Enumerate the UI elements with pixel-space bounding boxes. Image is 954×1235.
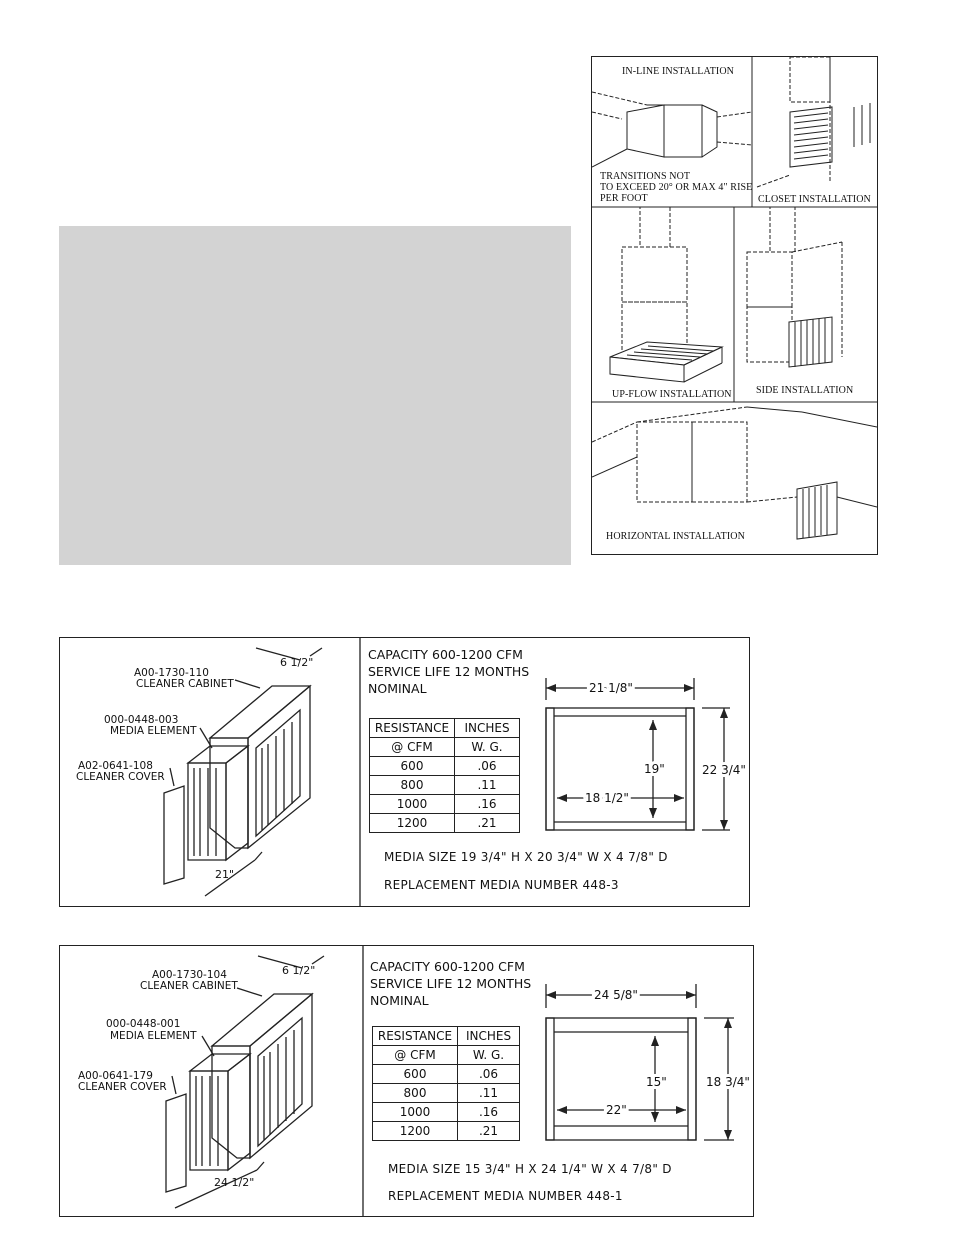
replacement-media-text: REPLACEMENT MEDIA NUMBER 448-1 — [388, 1189, 623, 1203]
transition-note-line-3: PER FOOT — [600, 193, 648, 204]
table-header-cell: W. G. — [454, 737, 520, 757]
cover-label: CLEANER COVER — [76, 771, 165, 783]
table-row: 600 .06 — [372, 1064, 520, 1084]
table-row: 1000 .16 — [372, 1102, 520, 1122]
gray-placeholder-box — [59, 226, 571, 565]
media-part-number: 000-0448-001 — [106, 1018, 180, 1030]
media-label: MEDIA ELEMENT — [110, 1030, 197, 1042]
cover-part-number: A02-0641-108 — [78, 760, 153, 772]
table-cell: 1200 — [372, 1121, 458, 1141]
media-label: MEDIA ELEMENT — [110, 725, 197, 737]
table-cell: 800 — [369, 775, 455, 795]
table-cell: .11 — [457, 1083, 520, 1103]
replacement-media-text: REPLACEMENT MEDIA NUMBER 448-3 — [384, 878, 619, 892]
closet-drawing — [756, 57, 871, 188]
table-header-cell: @ CFM — [372, 1045, 458, 1065]
table-cell: .16 — [457, 1102, 520, 1122]
table-header-row: RESISTANCE INCHES — [369, 718, 520, 738]
table-header-cell: INCHES — [454, 718, 520, 738]
capacity-text: CAPACITY 600-1200 CFM SERVICE LIFE 12 MO… — [368, 647, 530, 696]
table-cell: 1000 — [372, 1102, 458, 1122]
table-cell: 600 — [369, 756, 455, 776]
inner-width-dimension: 18 1/2" — [585, 791, 629, 805]
spec-1-svg: A00-1730-110 CLEANER CABINET 000-0448-00… — [76, 638, 749, 906]
table-header-cell: W. G. — [457, 1045, 520, 1065]
horizontal-installation-caption: HORIZONTAL INSTALLATION — [606, 531, 745, 542]
table-cell: 600 — [372, 1064, 458, 1084]
closet-installation-caption: CLOSET INSTALLATION — [758, 194, 871, 205]
table-cell: .06 — [454, 756, 520, 776]
media-part-number: 000-0448-003 — [104, 714, 178, 726]
capacity-text: CAPACITY 600-1200 CFM SERVICE LIFE 12 MO… — [370, 959, 532, 1008]
transition-note-line-2: TO EXCEED 20° OR MAX 4" RISE — [600, 182, 752, 193]
table-cell: .16 — [454, 794, 520, 814]
height-dimension: 22 3/4" — [702, 763, 746, 777]
cabinet-label: CLEANER CABINET — [136, 678, 234, 690]
depth-dimension: 6 1/2" — [280, 656, 313, 669]
length-dimension: 21" — [215, 868, 234, 881]
inner-height-dimension: 15" — [646, 1075, 667, 1089]
cabinet-part-number: A00-1730-104 — [152, 969, 227, 981]
width-dimension: 24 5/8" — [594, 988, 638, 1002]
width-dimension: 21 1/8" — [589, 681, 633, 695]
installation-diagrams-panel: IN-LINE INSTALLATION TRANSITIONS NOT TO … — [591, 56, 878, 555]
spec-block-1: A00-1730-110 CLEANER CABINET 000-0448-00… — [59, 637, 750, 907]
depth-dimension: 6 1/2" — [282, 964, 315, 977]
side-drawing — [746, 206, 843, 368]
cover-part-number: A00-0641-179 — [78, 1070, 153, 1082]
table-row: 800 .11 — [372, 1083, 520, 1103]
inner-width-dimension: 22" — [606, 1103, 627, 1117]
resistance-table: RESISTANCE INCHES @ CFM W. G. 600 .06 80… — [369, 718, 520, 833]
table-header-row: @ CFM W. G. — [372, 1045, 520, 1065]
length-dimension: 24 1/2" — [214, 1176, 254, 1189]
table-header-cell: RESISTANCE — [372, 1026, 458, 1046]
table-row: 800 .11 — [369, 775, 520, 795]
table-cell: .21 — [457, 1121, 520, 1141]
cabinet-label: CLEANER CABINET — [140, 980, 238, 992]
side-installation-caption: SIDE INSTALLATION — [756, 385, 853, 396]
inline-installation-caption: IN-LINE INSTALLATION — [622, 66, 734, 77]
table-cell: 800 — [372, 1083, 458, 1103]
spec-2-svg: A00-1730-104 CLEANER CABINET 000-0448-00… — [78, 946, 753, 1216]
table-row: 1200 .21 — [369, 813, 520, 833]
upflow-installation-caption: UP-FLOW INSTALLATION — [612, 389, 732, 400]
table-row: 1000 .16 — [369, 794, 520, 814]
table-cell: 1200 — [369, 813, 455, 833]
table-row: 600 .06 — [369, 756, 520, 776]
table-cell: .21 — [454, 813, 520, 833]
installation-diagrams-svg: IN-LINE INSTALLATION TRANSITIONS NOT TO … — [592, 57, 877, 542]
table-cell: 1000 — [369, 794, 455, 814]
table-header-cell: INCHES — [457, 1026, 520, 1046]
table-row: 1200 .21 — [372, 1121, 520, 1141]
cover-label: CLEANER COVER — [78, 1081, 167, 1093]
table-cell: .06 — [457, 1064, 520, 1084]
transition-note-line-1: TRANSITIONS NOT — [600, 171, 690, 182]
cabinet-part-number: A00-1730-110 — [134, 667, 209, 679]
table-header-cell: RESISTANCE — [369, 718, 455, 738]
table-header-row: RESISTANCE INCHES — [372, 1026, 520, 1046]
media-size-text: MEDIA SIZE 19 3/4" H X 20 3/4" W X 4 7/8… — [384, 850, 668, 864]
horizontal-drawing — [592, 406, 877, 540]
spec-block-2: A00-1730-104 CLEANER CABINET 000-0448-00… — [59, 945, 754, 1217]
media-size-text: MEDIA SIZE 15 3/4" H X 24 1/4" W X 4 7/8… — [388, 1162, 672, 1176]
height-dimension: 18 3/4" — [706, 1075, 750, 1089]
table-header-row: @ CFM W. G. — [369, 737, 520, 757]
inner-height-dimension: 19" — [644, 762, 665, 776]
resistance-table: RESISTANCE INCHES @ CFM W. G. 600 .06 80… — [372, 1026, 520, 1141]
table-cell: .11 — [454, 775, 520, 795]
table-header-cell: @ CFM — [369, 737, 455, 757]
upflow-drawing — [609, 206, 724, 383]
inline-duct-drawing — [592, 91, 753, 168]
